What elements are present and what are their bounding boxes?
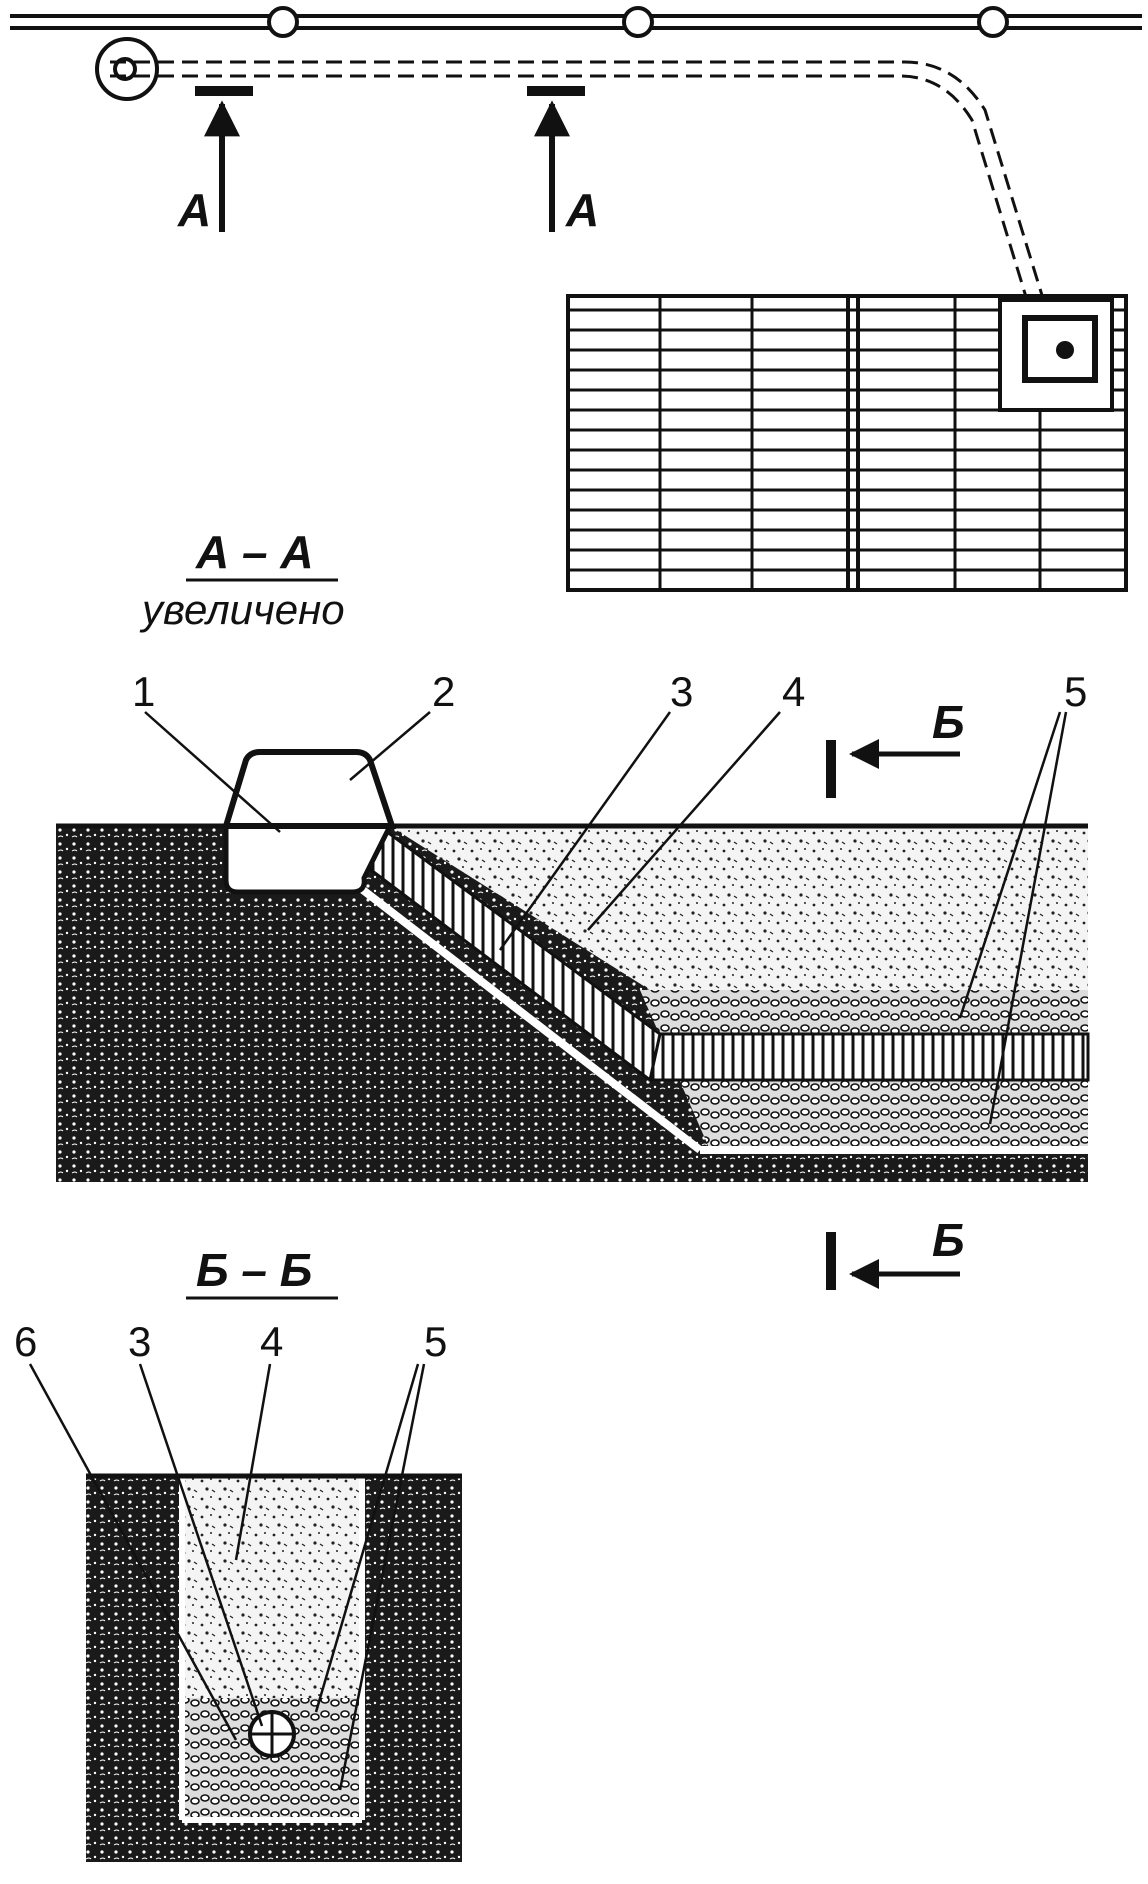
section-aa: А – А увеличено 1 2 3 4 5 Б Б <box>56 526 1090 1290</box>
leader-5a <box>958 711 1062 1019</box>
receiver-box-1 <box>223 823 395 895</box>
cut-mark-b-bottom: Б <box>932 1214 965 1266</box>
section-mark-right: А <box>565 184 599 236</box>
section-bb-title: Б – Б <box>196 1244 312 1296</box>
callout-6: 6 <box>14 1318 37 1365</box>
drain-well-core <box>113 57 137 81</box>
callout-4: 4 <box>782 668 805 715</box>
section-aa-title: А – А <box>195 526 314 578</box>
callout-5-aa: 5 <box>1064 668 1087 715</box>
drain-pipe-route-1 <box>110 60 1047 306</box>
fence-post-1 <box>267 6 299 38</box>
leader-5-bb-b <box>338 1363 426 1791</box>
leader-3-bb <box>138 1363 264 1727</box>
terrace-deck <box>566 294 1128 592</box>
leader-6 <box>28 1363 238 1741</box>
callout-2: 2 <box>432 668 455 715</box>
cut-bar-b-top <box>826 740 836 798</box>
callout-3-bb: 3 <box>128 1318 151 1365</box>
cut-mark-b-top: Б <box>932 696 965 748</box>
callout-3: 3 <box>670 668 693 715</box>
leader-2 <box>349 711 431 781</box>
callout-5-bb: 5 <box>424 1318 447 1365</box>
bb-pipe-section <box>248 1710 296 1758</box>
section-aa-subtitle: увеличено <box>139 586 345 633</box>
plan-view: А А <box>10 6 1142 592</box>
bb-sand-backfill <box>182 1476 362 1698</box>
leader-4 <box>587 711 781 931</box>
fence-post-3 <box>977 6 1009 38</box>
sand-backfill <box>390 826 1088 990</box>
cut-bar-right <box>527 86 585 96</box>
callout-1: 1 <box>132 668 155 715</box>
leader-5b <box>988 711 1068 1125</box>
leader-4-bb <box>234 1363 272 1561</box>
drain-well <box>95 37 159 101</box>
section-bb: Б – Б 6 3 4 5 <box>14 1244 462 1862</box>
section-mark-left: А <box>177 184 211 236</box>
cut-bar-b-bottom <box>826 1232 836 1290</box>
leader-3 <box>498 711 672 951</box>
lid-2 <box>221 749 397 829</box>
horizontal-pipe <box>648 1032 1090 1082</box>
trench-edge <box>347 876 703 1154</box>
callout-4-bb: 4 <box>260 1318 283 1365</box>
drain-pipe-route-2 <box>110 74 1032 311</box>
leader-5-bb-a <box>314 1363 420 1713</box>
leader-1 <box>144 711 281 833</box>
cut-bar-left <box>195 86 253 96</box>
fence-post-2 <box>622 6 654 38</box>
